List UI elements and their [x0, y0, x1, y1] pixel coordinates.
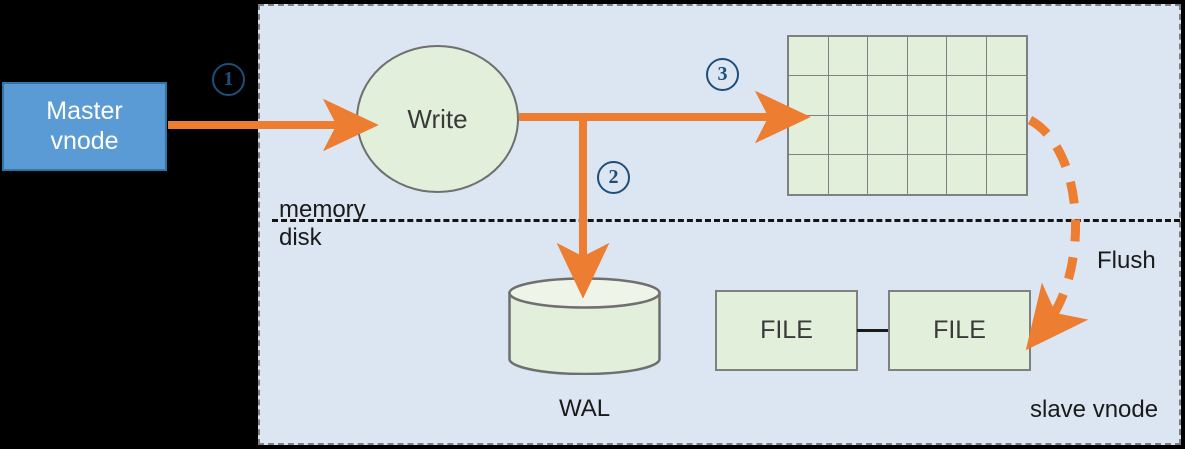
master-vnode-label-line2: vnode [50, 126, 119, 155]
master-vnode-label-line1: Master [46, 97, 123, 125]
master-vnode-box[interactable]: Master vnode [2, 82, 167, 171]
file-connector-line [857, 329, 889, 332]
file-box-1-label: FILE [760, 316, 813, 344]
memtable-cell [868, 37, 908, 77]
memtable-cell [986, 76, 1026, 116]
memtable-cell [828, 154, 868, 194]
file-box-2-label: FILE [933, 316, 986, 344]
step-badge-2: 2 [597, 161, 630, 194]
memtable-cell [789, 154, 829, 194]
memtable-cell [789, 115, 829, 155]
memory-label: memory [279, 196, 366, 223]
memtable-cell [868, 76, 908, 116]
slave-vnode-label: slave vnode [1030, 396, 1159, 423]
memtable-cell [947, 37, 987, 77]
memtable-cell [907, 76, 947, 116]
step-badge-1: 1 [212, 63, 245, 96]
wal-label: WAL [558, 395, 611, 422]
memtable-cell [947, 154, 987, 194]
step-badge-3: 3 [706, 58, 739, 91]
wal-cylinder [508, 277, 661, 375]
memtable-cell [789, 76, 829, 116]
memtable-cell [868, 154, 908, 194]
memtable-cell [907, 37, 947, 77]
memtable-grid [787, 35, 1028, 196]
memtable-cell [828, 76, 868, 116]
memtable-cell [907, 154, 947, 194]
memtable-cell [907, 115, 947, 155]
memtable-cell [828, 115, 868, 155]
memtable-cell [986, 37, 1026, 77]
flush-label: Flush [1097, 247, 1156, 274]
memtable-cell [868, 115, 908, 155]
memtable-cell [789, 37, 829, 77]
file-box-2[interactable]: FILE [888, 290, 1031, 371]
memory-disk-divider [272, 219, 1180, 222]
memtable-cell [947, 115, 987, 155]
disk-label: disk [279, 224, 322, 251]
memtable-cell [986, 115, 1026, 155]
memtable-cell [947, 76, 987, 116]
file-box-1[interactable]: FILE [715, 290, 858, 371]
write-node-label: Write [407, 103, 468, 134]
memtable-cell [986, 154, 1026, 194]
memtable-cell [828, 37, 868, 77]
write-node[interactable]: Write [356, 45, 519, 193]
